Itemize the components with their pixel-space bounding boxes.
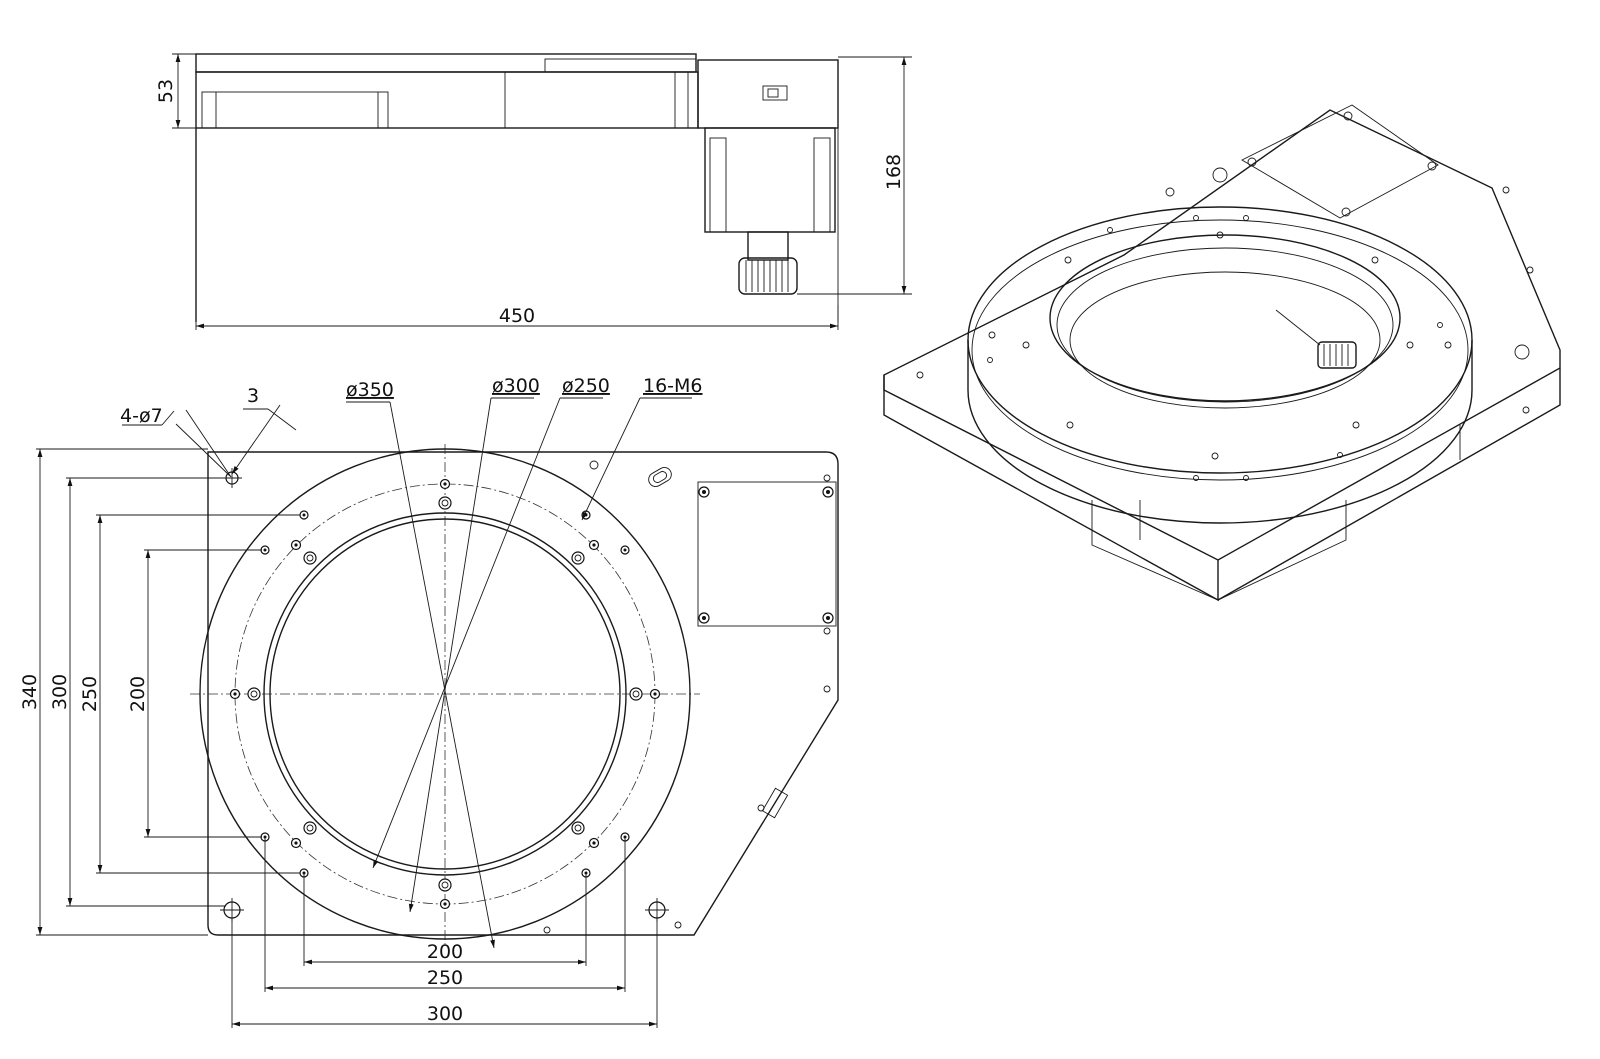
iso-motor-cover [1241,104,1439,219]
side-top-step [544,58,697,73]
connector-icon [762,85,788,101]
counterbore-holes [247,496,643,892]
iso-gear-icon [1317,341,1357,369]
side-motor-block [704,127,836,233]
base-plate-outline [207,451,839,936]
bore-d250 [269,518,621,870]
dim-h-250: 250 [427,967,463,989]
dim-h-300: 300 [427,1003,463,1025]
iso-table-top [967,206,1473,474]
top-view: 4-ø7 3 ø350 ø300 ø250 16-M6 340 300 250 … [19,375,839,1028]
ring-inner-step [263,512,627,876]
dim-168-label: 168 [883,154,905,190]
m6-holes [229,478,661,910]
callout-chamfer-3: 3 [247,385,259,407]
dim-53-label: 53 [155,79,177,103]
side-connector-icon [757,787,789,819]
dim-450-label: 450 [499,305,535,327]
slot-hole-icon [648,467,672,487]
side-view: 53 168 450 [155,53,912,330]
callout-d350: ø350 [346,379,394,401]
side-body [195,71,699,129]
isometric-view [883,104,1561,602]
side-top-plate [195,53,697,73]
dim-h-200: 200 [427,941,463,963]
iso-bore [1049,234,1401,402]
side-knob-neck [747,231,789,261]
dim-v-300: 300 [49,674,71,710]
dim-v-340: 340 [19,674,41,710]
knob-icon [738,257,798,295]
dim-v-200: 200 [127,676,149,712]
dim-v-250: 250 [79,676,101,712]
callout-16-m6: 16-M6 [643,375,703,397]
callout-d250: ø250 [562,375,610,397]
iso-base-top [883,109,1561,561]
iso-table-holes [987,215,1452,481]
motor-cover-plate [697,481,837,627]
callout-4-d7: 4-ø7 [120,405,163,427]
cover-screws [698,486,834,624]
ring-d350 [199,448,691,940]
callout-d300: ø300 [492,375,540,397]
side-window [201,91,389,129]
